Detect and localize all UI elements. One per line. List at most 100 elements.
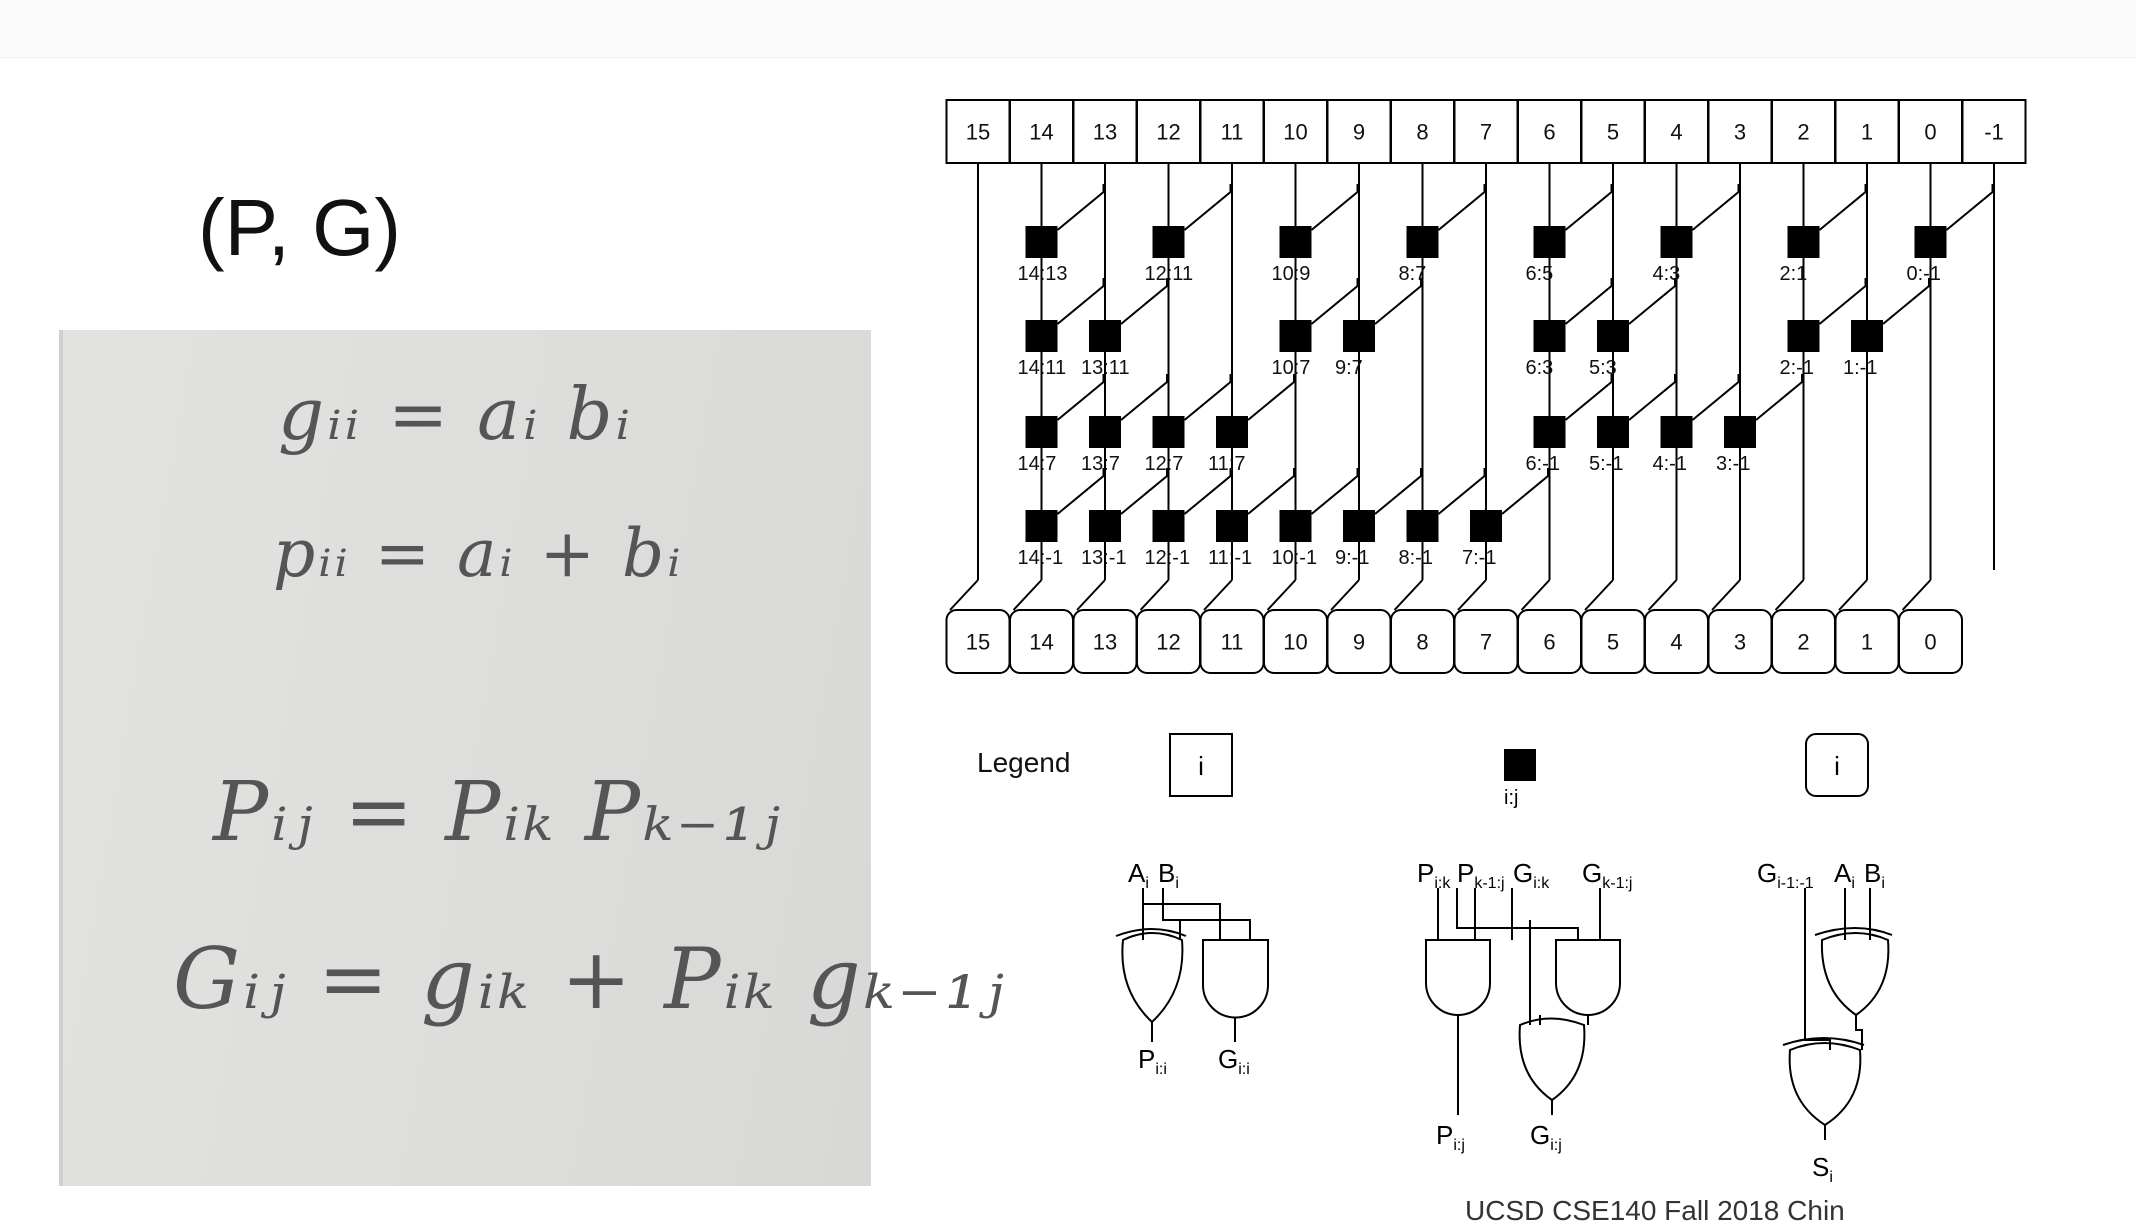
output-box-label: 7 bbox=[1480, 630, 1492, 655]
feed-wire bbox=[1247, 468, 1295, 515]
gate2-output-g: Gi:j bbox=[1530, 1120, 1562, 1154]
output-wire bbox=[1012, 579, 1043, 611]
output-wire bbox=[949, 579, 979, 611]
input-box bbox=[945, 99, 1011, 164]
feed-wire bbox=[1310, 468, 1359, 515]
square-cell-circuit bbox=[1115, 888, 1269, 1042]
feed-wire bbox=[1501, 468, 1549, 515]
input-box bbox=[1644, 99, 1709, 164]
black-cell bbox=[1025, 226, 1058, 258]
black-cell bbox=[1343, 510, 1375, 542]
black-cell-label: 1:-1 bbox=[1843, 357, 1877, 379]
output-box-label: 0 bbox=[1924, 630, 1936, 655]
black-cell-label: 4:3 bbox=[1653, 263, 1681, 285]
black-cell-label: 11:-1 bbox=[1208, 547, 1252, 569]
black-cell bbox=[1533, 320, 1566, 352]
black-cell bbox=[1025, 510, 1058, 542]
output-wire bbox=[1139, 579, 1170, 611]
input-box-label: -1 bbox=[1984, 120, 2004, 145]
gate1-output-g: Gi:i bbox=[1218, 1044, 1250, 1078]
output-wire bbox=[1584, 579, 1614, 611]
black-cell bbox=[1279, 320, 1312, 352]
feed-wire bbox=[1882, 278, 1930, 325]
output-wire bbox=[1647, 579, 1678, 611]
input-box bbox=[1580, 99, 1646, 164]
black-cell-label: 2:-1 bbox=[1780, 357, 1814, 379]
black-cell bbox=[1152, 416, 1185, 448]
black-cell bbox=[1406, 226, 1439, 258]
output-box-label: 11 bbox=[1221, 630, 1244, 655]
black-cell bbox=[1279, 510, 1312, 542]
black-cell-label: 11:7 bbox=[1208, 453, 1245, 475]
black-cell bbox=[1025, 320, 1058, 352]
input-box-label: 12 bbox=[1156, 120, 1180, 145]
output-box-label: 2 bbox=[1797, 630, 1809, 655]
legend-input-box: i bbox=[1169, 733, 1233, 797]
feed-wire bbox=[1691, 184, 1740, 231]
feed-wire bbox=[1628, 278, 1676, 325]
black-cell-label: 8:7 bbox=[1399, 263, 1427, 285]
black-cell bbox=[1216, 510, 1248, 542]
legend-title: Legend bbox=[977, 747, 1070, 778]
gate2-input-g-ik: Gi:k bbox=[1513, 858, 1550, 892]
feed-wire bbox=[1374, 468, 1422, 515]
black-cell-label: 5:-1 bbox=[1589, 453, 1623, 475]
output-wire bbox=[1711, 579, 1741, 611]
gate2-input-p-k1j: Pk-1:j bbox=[1457, 858, 1505, 892]
feed-wire bbox=[1691, 374, 1740, 421]
input-box-label: 7 bbox=[1480, 120, 1492, 145]
output-box-label: 15 bbox=[966, 630, 990, 655]
black-cell bbox=[1025, 416, 1058, 448]
output-box-label: 3 bbox=[1734, 630, 1746, 655]
input-box bbox=[1072, 99, 1138, 164]
black-cell-label: 6:-1 bbox=[1526, 453, 1560, 475]
output-wire bbox=[1774, 579, 1805, 611]
black-cell-label: 10:7 bbox=[1272, 357, 1311, 379]
black-cell bbox=[1533, 226, 1566, 258]
input-box-label: 14 bbox=[1029, 120, 1053, 145]
output-cell-circuit bbox=[1782, 888, 1893, 1140]
black-cell-label: 13:-1 bbox=[1081, 547, 1127, 569]
input-box bbox=[1517, 99, 1582, 164]
black-cell bbox=[1787, 320, 1820, 352]
input-box-label: 2 bbox=[1797, 120, 1809, 145]
black-cell-circuit bbox=[1425, 888, 1621, 1115]
input-box bbox=[1263, 99, 1328, 164]
input-box bbox=[1961, 99, 2027, 164]
output-box-label: 13 bbox=[1093, 630, 1117, 655]
input-box-label: 4 bbox=[1670, 120, 1682, 145]
output-wire bbox=[1520, 579, 1551, 611]
black-cell-label: 9:-1 bbox=[1335, 547, 1369, 569]
black-cell-label: 14:13 bbox=[1018, 263, 1068, 285]
gate1-output-p: Pi:i bbox=[1138, 1044, 1167, 1078]
black-cell bbox=[1470, 510, 1502, 542]
slide-credit: UCSD CSE140 Fall 2018 Chin bbox=[1465, 1195, 1845, 1226]
output-wire bbox=[1076, 579, 1106, 611]
feed-wire bbox=[1945, 184, 1994, 231]
input-box bbox=[1199, 99, 1265, 164]
input-box-label: 3 bbox=[1734, 120, 1746, 145]
legend-input-box-label: i bbox=[1198, 751, 1204, 781]
black-cell bbox=[1279, 226, 1312, 258]
black-cell bbox=[1787, 226, 1820, 258]
black-cell-label: 13:7 bbox=[1081, 453, 1120, 475]
feed-wire bbox=[1437, 184, 1486, 231]
feed-wire bbox=[1183, 468, 1232, 515]
input-box-label: 9 bbox=[1353, 120, 1365, 145]
black-cell-label: 12:-1 bbox=[1145, 547, 1191, 569]
gate3-output-s: Si bbox=[1812, 1152, 1833, 1186]
legend-black-cell: i:j bbox=[1504, 749, 1536, 809]
black-cell bbox=[1089, 320, 1121, 352]
input-box bbox=[1771, 99, 1836, 164]
output-box-label: 10 bbox=[1283, 630, 1307, 655]
output-wire bbox=[1203, 579, 1233, 611]
black-cell-label: 14:-1 bbox=[1018, 547, 1064, 569]
gate2-input-g-k1j: Gk-1:j bbox=[1582, 858, 1632, 892]
black-cell bbox=[1152, 226, 1185, 258]
feed-wire bbox=[1628, 374, 1676, 421]
black-cell-label: 10:-1 bbox=[1272, 547, 1318, 569]
feed-wire bbox=[1818, 278, 1867, 325]
black-cell-label: 8:-1 bbox=[1399, 547, 1433, 569]
output-wire bbox=[1838, 579, 1868, 611]
